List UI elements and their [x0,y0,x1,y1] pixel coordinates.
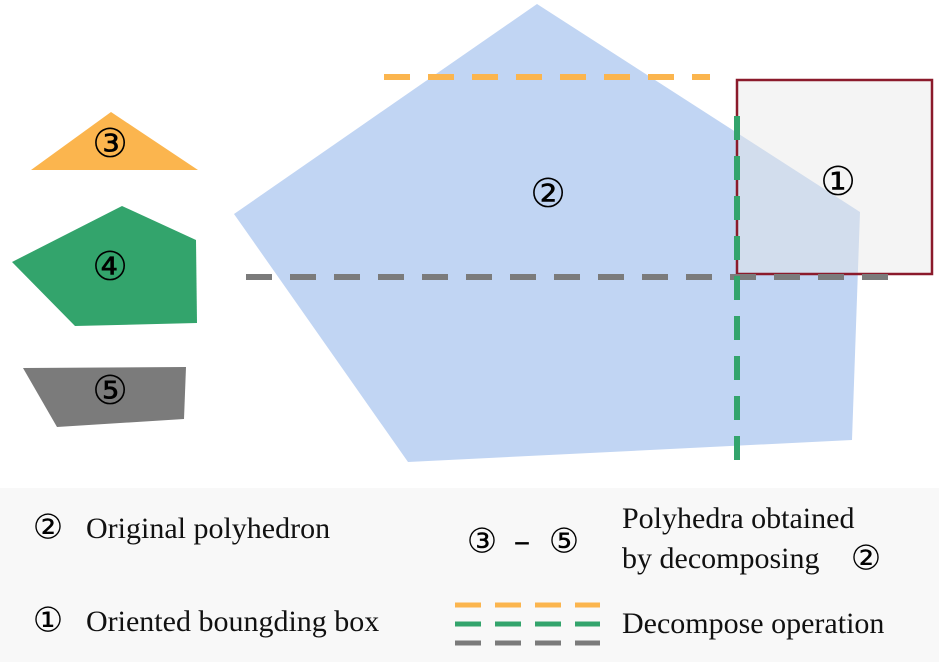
legend-range-dash: – [514,522,531,562]
piece-3-label: ③ [92,121,128,167]
legend-background [0,488,939,662]
legend-decompose-text: Decompose operation [622,607,884,640]
piece-3-triangle [31,112,198,170]
legend-obtained-symbol: ② [851,539,881,579]
legend-obb-text: Oriented boungding box [86,605,379,638]
piece-4-label: ④ [92,244,128,290]
legend-obb-symbol: ① [33,601,63,641]
legend-original-symbol: ② [33,508,63,548]
legend-obtained-line2: by decomposing [622,542,819,575]
legend-range-start: ③ [467,522,497,562]
oriented-bounding-box [735,78,934,276]
piece-5-label: ⑤ [92,368,128,414]
legend-range-end: ⑤ [549,522,579,562]
original-polyhedron [234,4,860,462]
piece-4-pentagon [12,206,197,326]
legend-obtained-line1: Polyhedra obtained [622,502,854,535]
piece-5-quad [23,367,186,427]
original-label: ② [530,171,566,217]
obb-label: ① [820,159,856,205]
legend-original-text: Original polyhedron [86,512,330,545]
